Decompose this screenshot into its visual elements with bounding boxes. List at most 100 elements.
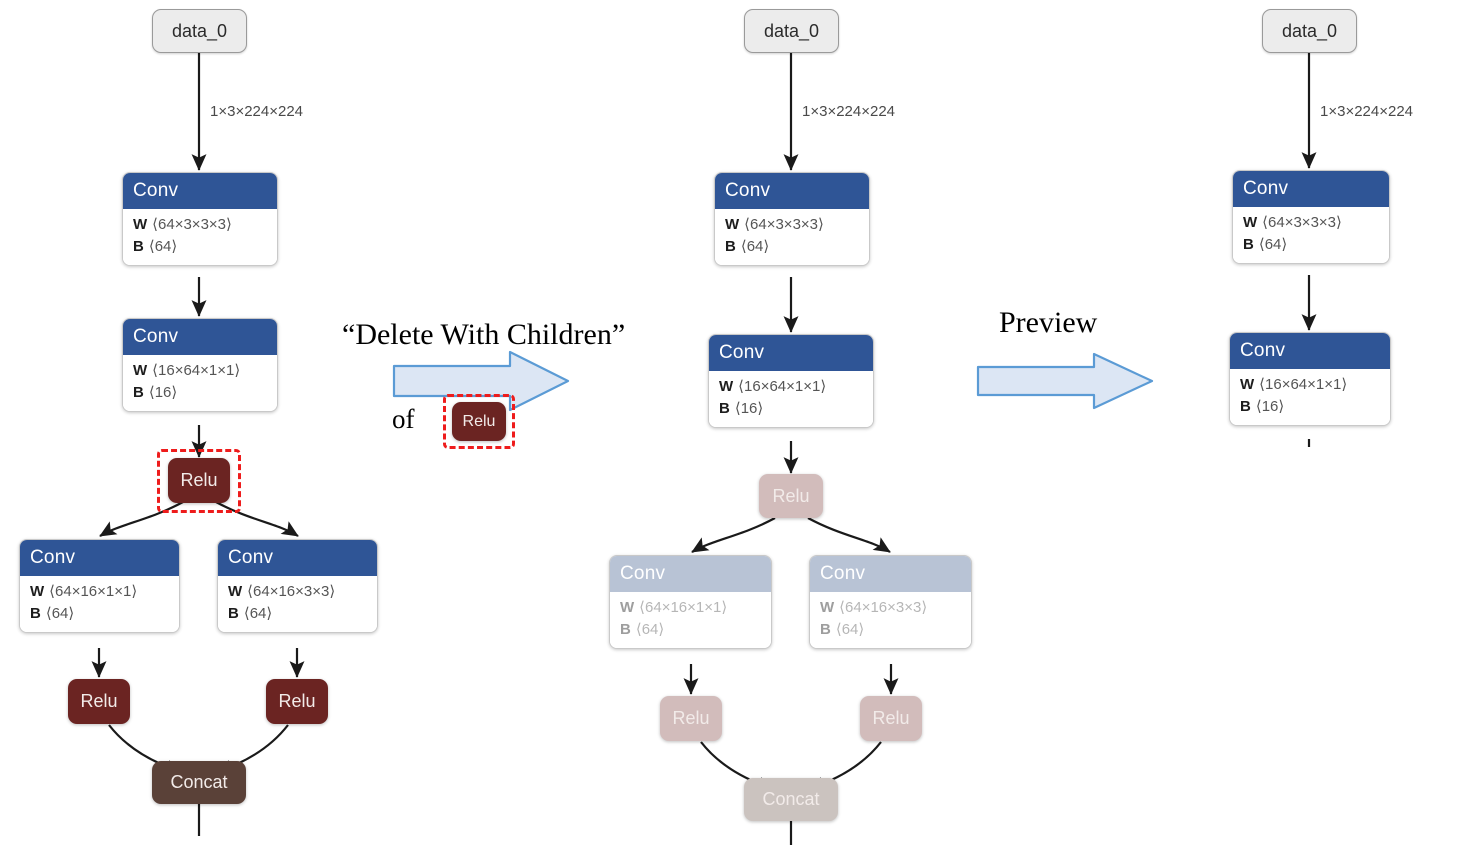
node-label: Conv (1243, 178, 1289, 199)
node-concat-before[interactable]: Concat (152, 761, 246, 804)
attr-key: B (1240, 397, 1251, 415)
node-relu-3-before[interactable]: Relu (266, 679, 328, 724)
node-attributes: W⟨16×64×1×1⟩ B⟨16⟩ (123, 355, 277, 411)
attr-key: B (820, 620, 831, 638)
attr-value: ⟨64⟩ (243, 604, 273, 622)
node-attributes: W⟨16×64×1×1⟩ B⟨16⟩ (1230, 369, 1390, 425)
attr-key: W (133, 362, 148, 379)
edge-label-input-shape-before: 1×3×224×224 (210, 103, 304, 120)
node-data-0-preview[interactable]: data_0 (744, 9, 839, 53)
node-conv-1-before[interactable]: Conv W⟨64×3×3×3⟩ B⟨64⟩ (122, 172, 278, 266)
attr-bias: B⟨64⟩ (30, 603, 169, 625)
node-label: Conv (719, 342, 765, 363)
node-label: Conv (133, 180, 179, 201)
node-label: Relu (80, 691, 118, 711)
attr-bias: B⟨64⟩ (1243, 234, 1379, 256)
node-relu-2-preview-dimmed[interactable]: Relu (660, 696, 722, 741)
node-attributes: W⟨64×16×1×1⟩ B⟨64⟩ (610, 592, 771, 648)
attr-key: W (133, 216, 148, 233)
attr-key: W (1240, 376, 1255, 393)
attr-value: ⟨64×16×3×3⟩ (247, 583, 336, 600)
attr-value: ⟨64×3×3×3⟩ (744, 216, 824, 233)
attr-value: ⟨16×64×1×1⟩ (1259, 376, 1348, 393)
attr-value: ⟨16⟩ (734, 399, 764, 417)
attr-bias: B⟨64⟩ (228, 603, 367, 625)
node-conv-4-before[interactable]: Conv W⟨64×16×3×3⟩ B⟨64⟩ (217, 539, 378, 633)
node-label: Relu (462, 412, 496, 430)
node-attributes: W⟨64×3×3×3⟩ B⟨64⟩ (715, 209, 869, 265)
node-relu-3-preview-dimmed[interactable]: Relu (860, 696, 922, 741)
node-relu-2-before[interactable]: Relu (68, 679, 130, 724)
node-conv-2-preview[interactable]: Conv W⟨16×64×1×1⟩ B⟨16⟩ (708, 334, 874, 428)
edge-label-input-shape-after: 1×3×224×224 (1320, 103, 1414, 120)
edge-label-input-shape-preview: 1×3×224×224 (802, 103, 896, 120)
node-label: Relu (872, 708, 910, 728)
node-attributes: W⟨64×3×3×3⟩ B⟨64⟩ (123, 209, 277, 265)
node-conv-1-after[interactable]: Conv W⟨64×3×3×3⟩ B⟨64⟩ (1232, 170, 1390, 264)
node-relu-1-preview-dimmed[interactable]: Relu (759, 474, 823, 518)
attr-key: W (620, 599, 635, 616)
attr-weight: W⟨64×3×3×3⟩ (1243, 212, 1379, 234)
node-label: Concat (170, 772, 228, 792)
node-header: Conv (715, 173, 869, 209)
node-header: Conv (123, 173, 277, 209)
attr-key: B (228, 604, 239, 622)
attr-value: ⟨64×16×1×1⟩ (49, 583, 138, 600)
node-conv-2-before[interactable]: Conv W⟨16×64×1×1⟩ B⟨16⟩ (122, 318, 278, 412)
attr-value: ⟨64×16×3×3⟩ (839, 599, 928, 616)
node-header: Conv (1230, 333, 1390, 369)
attr-key: B (30, 604, 41, 622)
annotation-delete-with-children: “Delete With Children” (342, 318, 626, 351)
node-header: Conv (20, 540, 179, 576)
attr-value: ⟨16⟩ (1255, 397, 1285, 415)
attr-key: W (1243, 214, 1258, 231)
node-header: Conv (218, 540, 377, 576)
node-header: Conv (123, 319, 277, 355)
node-conv-4-preview-dimmed[interactable]: Conv W⟨64×16×3×3⟩ B⟨64⟩ (809, 555, 972, 649)
node-conv-2-after[interactable]: Conv W⟨16×64×1×1⟩ B⟨16⟩ (1229, 332, 1391, 426)
node-header: Conv (709, 335, 873, 371)
node-concat-preview-dimmed[interactable]: Concat (744, 778, 838, 821)
node-label: Conv (725, 180, 771, 201)
attr-bias: B⟨16⟩ (719, 398, 863, 420)
attr-key: B (725, 237, 736, 255)
node-conv-3-before[interactable]: Conv W⟨64×16×1×1⟩ B⟨64⟩ (19, 539, 180, 633)
node-label: Conv (620, 563, 666, 584)
node-data-0-before[interactable]: data_0 (152, 9, 247, 53)
node-label: Conv (30, 547, 76, 568)
node-label: Concat (762, 789, 820, 809)
node-header: Conv (1233, 171, 1389, 207)
node-header: Conv (610, 556, 771, 592)
node-conv-1-preview[interactable]: Conv W⟨64×3×3×3⟩ B⟨64⟩ (714, 172, 870, 266)
node-label: data_0 (763, 20, 820, 41)
node-label: Relu (278, 691, 316, 711)
attr-value: ⟨64⟩ (148, 237, 178, 255)
attr-key: B (1243, 235, 1254, 253)
node-label: Relu (180, 470, 218, 490)
node-label: Relu (772, 485, 810, 506)
attr-value: ⟨64×3×3×3⟩ (152, 216, 232, 233)
node-header: Conv (810, 556, 971, 592)
attr-bias: B⟨16⟩ (133, 382, 267, 404)
node-relu-1-before[interactable]: Relu (168, 458, 230, 503)
block-arrow-preview (976, 352, 1154, 410)
node-conv-3-preview-dimmed[interactable]: Conv W⟨64×16×1×1⟩ B⟨64⟩ (609, 555, 772, 649)
annotation-of: of (392, 404, 415, 434)
attr-value: ⟨64⟩ (740, 237, 770, 255)
node-label: Conv (133, 326, 179, 347)
node-label: Conv (228, 547, 274, 568)
node-data-0-after[interactable]: data_0 (1262, 9, 1357, 53)
attr-bias: B⟨64⟩ (620, 619, 761, 641)
attr-key: B (133, 237, 144, 255)
attr-key: B (719, 399, 730, 417)
node-attributes: W⟨16×64×1×1⟩ B⟨16⟩ (709, 371, 873, 427)
attr-key: W (228, 583, 243, 600)
attr-weight: W⟨64×3×3×3⟩ (725, 214, 859, 236)
node-attributes: W⟨64×16×1×1⟩ B⟨64⟩ (20, 576, 179, 632)
attr-bias: B⟨64⟩ (820, 619, 961, 641)
attr-weight: W⟨64×16×1×1⟩ (620, 597, 761, 619)
attr-value: ⟨16×64×1×1⟩ (152, 362, 241, 379)
node-label: data_0 (1281, 20, 1338, 41)
attr-value: ⟨64×16×1×1⟩ (639, 599, 728, 616)
attr-value: ⟨64⟩ (835, 620, 865, 638)
